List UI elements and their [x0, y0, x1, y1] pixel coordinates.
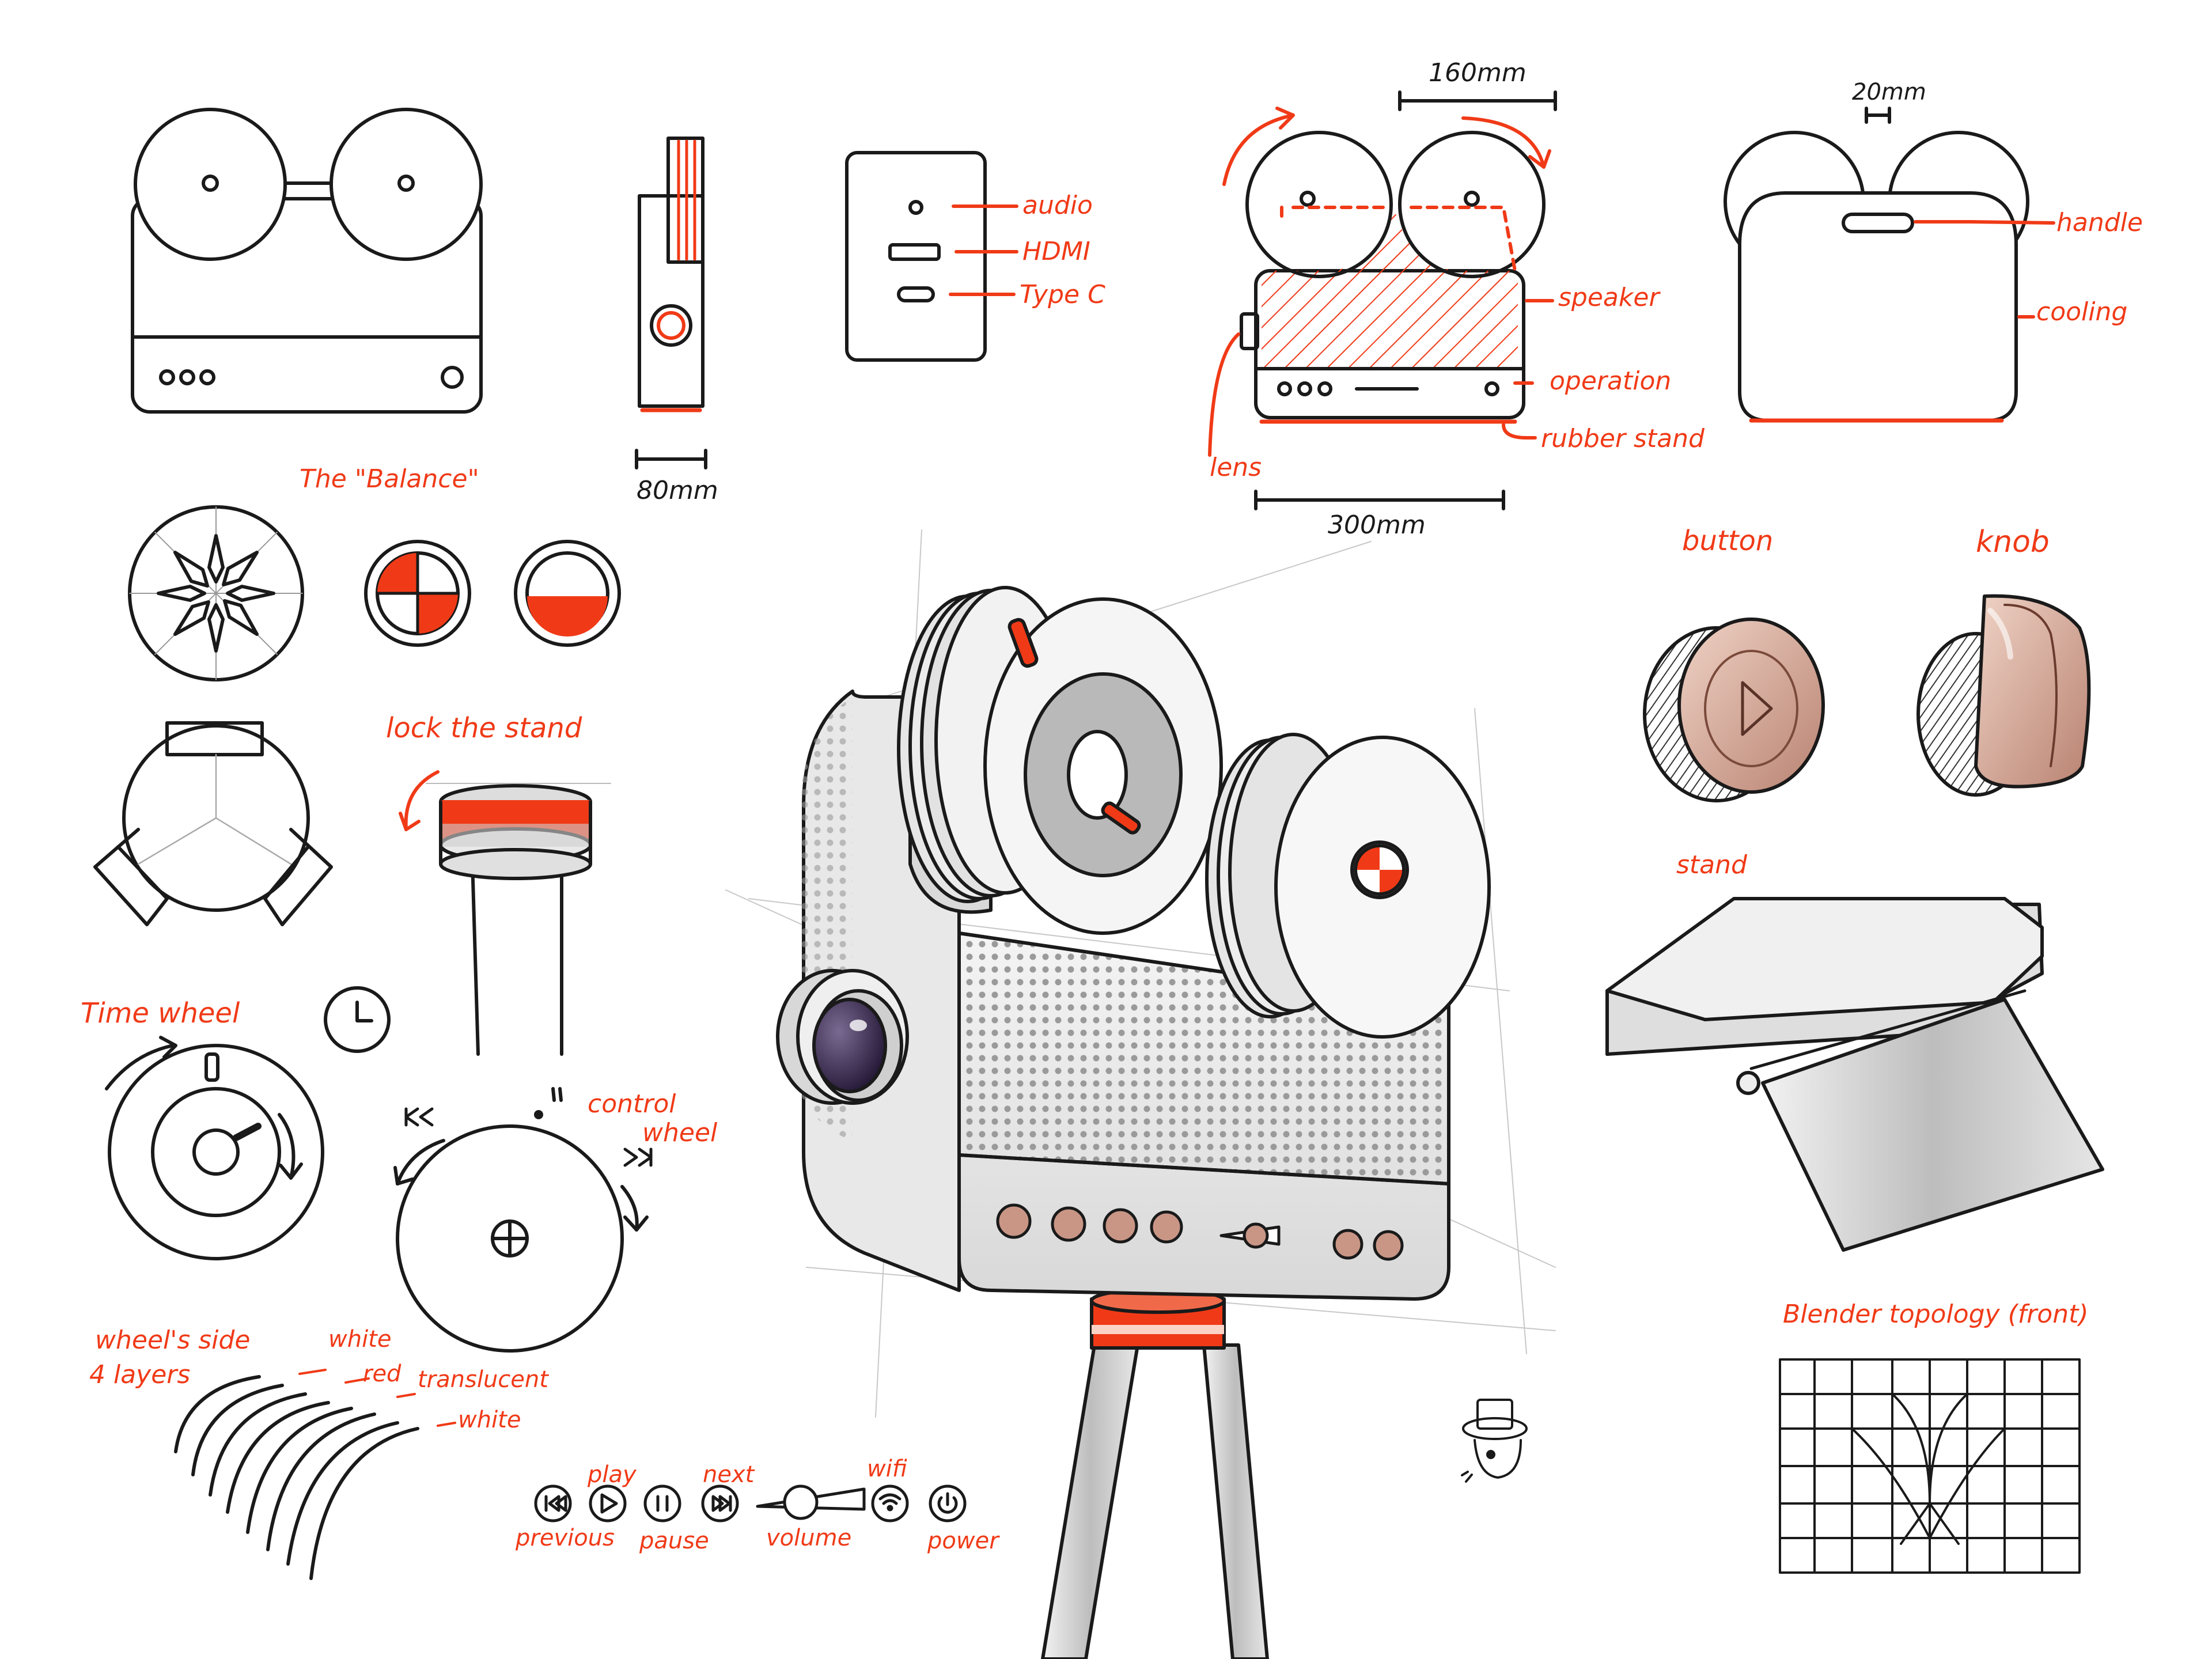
small-reel: [1205, 733, 1491, 1039]
label-speaker: speaker: [1558, 283, 1660, 312]
knob-render: [1916, 594, 2091, 797]
label-hdmi: HDMI: [1022, 237, 1090, 266]
camera-render: [725, 529, 1556, 1659]
label-lens: lens: [1210, 453, 1262, 482]
side-view-sketch: [635, 137, 707, 469]
control-label-volume: volume: [766, 1525, 852, 1551]
section-button: button: [1682, 525, 1774, 557]
main-reel: [897, 586, 1223, 935]
layer-label-2: red: [363, 1361, 402, 1387]
section-wheel-side-line2: 4 layers: [89, 1360, 191, 1389]
front-buttons: [996, 1203, 1404, 1261]
section-wheel-side-line1: wheel's side: [95, 1325, 251, 1355]
front-view-sketch: [131, 108, 483, 414]
volume-slider-icon: [756, 1484, 866, 1520]
section-knob: knob: [1976, 525, 2050, 559]
control-label-previous: previous: [516, 1525, 615, 1551]
dim-front-width: 300mm: [1328, 510, 1426, 540]
tripod-legs: [1041, 1343, 1269, 1659]
annotated-front-sketch: [1208, 90, 1557, 510]
section-stand: stand: [1676, 850, 1747, 880]
control-bar-sketch: [534, 1484, 967, 1522]
balance-half-disc: [514, 540, 621, 647]
layer-label-1: white: [328, 1326, 392, 1353]
section-control-line2: wheel: [642, 1118, 718, 1147]
dim-side-depth: 80mm: [637, 476, 718, 505]
skip-back-icon: [534, 1484, 572, 1522]
mascot-doodle: [1461, 1399, 1528, 1483]
clock-icon: [324, 986, 391, 1053]
power-icon: [929, 1484, 967, 1522]
section-control-line1: control: [588, 1089, 676, 1119]
button-render: [1643, 618, 1825, 802]
balance-wheel-sketch: [128, 505, 304, 681]
label-typec: Type C: [1020, 280, 1105, 309]
pause-icon: [643, 1484, 681, 1522]
back-panel-sketch: [845, 151, 1018, 362]
wheel-side-layers-sketch: [174, 1369, 456, 1580]
layer-label-3: translucent: [418, 1366, 548, 1393]
section-lock-stand: lock the stand: [386, 712, 582, 744]
dim-handle-width: 20mm: [1852, 79, 1926, 105]
control-label-power: power: [927, 1528, 999, 1554]
control-label-pause: pause: [639, 1528, 709, 1554]
section-time-wheel: Time wheel: [81, 997, 240, 1029]
play-icon: [589, 1484, 627, 1522]
control-label-next: next: [703, 1461, 755, 1488]
label-audio: audio: [1022, 191, 1093, 220]
blender-topology-grid: [1779, 1358, 2081, 1574]
label-cooling: cooling: [2036, 297, 2128, 327]
label-handle: handle: [2056, 208, 2143, 237]
camera-lens: [776, 969, 909, 1105]
time-wheel-sketch: [105, 1036, 324, 1260]
lock-stand-sketch: [399, 770, 611, 1056]
tripod-top-view-sketch: [93, 721, 333, 926]
skip-forward-icon: [701, 1484, 739, 1522]
section-balance: The "Balance": [300, 464, 479, 494]
balance-quad-disc: [364, 540, 471, 647]
control-label-play: play: [588, 1461, 637, 1488]
label-operation: operation: [1550, 366, 1672, 396]
section-blender-topology: Blender topology (front): [1783, 1300, 2089, 1329]
control-label-wifi: wifi: [867, 1456, 907, 1482]
back-view-sketch: [1724, 107, 2055, 423]
dim-top-width: 160mm: [1429, 58, 1527, 88]
stand-render: [1605, 897, 2104, 1252]
layer-label-4: white: [458, 1407, 521, 1433]
control-wheel-sketch: [393, 1087, 653, 1353]
label-rubber-stand: rubber stand: [1541, 424, 1705, 453]
wifi-icon: [871, 1484, 909, 1522]
